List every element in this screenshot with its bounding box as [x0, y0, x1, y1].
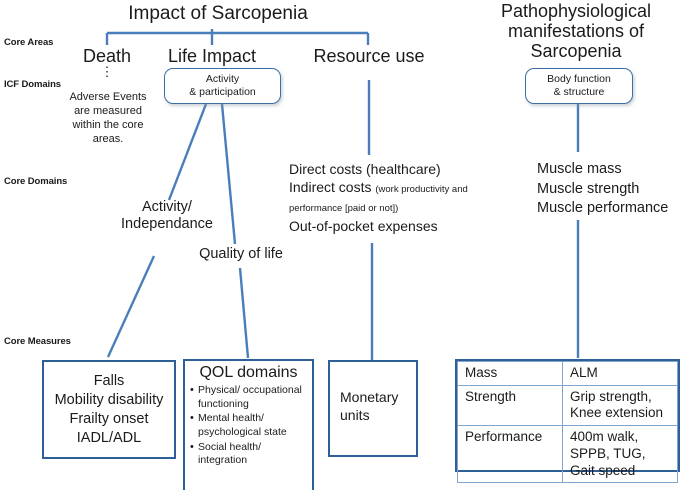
core-area-resource-use: Resource use: [313, 46, 425, 66]
icf-activity-line1: Activity: [205, 72, 240, 85]
table-cell-label-strength: Strength: [457, 384, 563, 427]
qol-box-list: Physical/ occupational functioning Menta…: [185, 383, 312, 468]
activity-independance-line1: Activity/: [142, 199, 192, 215]
measure-table-pathophysiological[interactable]: Mass ALM Strength Grip strength, Knee ex…: [455, 359, 680, 484]
cost-indirect: Indirect costs (work productivity and pe…: [289, 178, 504, 215]
icf-body-line2: & structure: [553, 86, 605, 98]
qol-item-2: Social health/ integration: [190, 440, 309, 468]
falls-item-3: IADL/ADL: [76, 430, 142, 447]
falls-item-0: Falls: [93, 373, 125, 389]
qol-box-title: QOL domains: [199, 364, 298, 381]
table-cell-value-mass: ALM: [562, 361, 678, 386]
death-adverse-events-note: Adverse Events are measured within the c…: [69, 91, 147, 146]
page-title-impact: Impact of Sarcopenia: [128, 3, 308, 24]
measure-box-falls[interactable]: Falls Mobility disability Frailty onset …: [42, 360, 176, 459]
row-label-core-domains: Core Domains: [4, 176, 68, 187]
falls-item-1: Mobility disability: [54, 392, 164, 409]
core-domain-pathophysiological-list: Muscle mass Muscle strength Muscle perfo…: [537, 160, 685, 219]
icf-pill-body-function-structure[interactable]: Body function & structure: [525, 68, 633, 104]
icf-activity-line2: & participation: [189, 86, 256, 98]
monetary-line2: units: [340, 407, 370, 424]
row-label-core-measures: Core Measures: [4, 336, 71, 347]
cost-direct: Direct costs (healthcare): [289, 160, 504, 178]
cost-out-of-pocket: Out-of-pocket expenses: [289, 217, 504, 235]
cost-out-of-pocket-main: Out-of-pocket expenses: [289, 217, 438, 234]
table-row: Mass ALM: [457, 361, 678, 386]
core-domain-quality-of-life: Quality of life: [199, 246, 283, 262]
table-cell-label-performance: Performance: [457, 425, 563, 484]
muscle-performance: Muscle performance: [537, 200, 669, 217]
core-domain-resource-costs: Direct costs (healthcare) Indirect costs…: [289, 160, 504, 235]
qol-item-0: Physical/ occupational functioning: [190, 383, 309, 411]
measure-box-qol-domains[interactable]: QOL domains Physical/ occupational funct…: [183, 359, 314, 490]
table-cell-value-performance: 400m walk, SPPB, TUG, Gait speed: [562, 425, 678, 484]
row-label-icf-domains: ICF Domains: [4, 79, 61, 90]
monetary-line1: Monetary: [340, 389, 399, 405]
cost-indirect-small: (work productivity and performance [paid…: [289, 184, 468, 214]
page-title-pathophysiological: Pathophysiological manifestations of Sar…: [500, 1, 652, 62]
core-area-death: Death: [82, 46, 132, 66]
table-cell-label-mass: Mass: [457, 361, 563, 386]
icf-body-line1: Body function: [547, 72, 611, 85]
cost-direct-main: Direct costs (healthcare): [289, 161, 441, 177]
core-area-life-impact: Life Impact: [167, 46, 257, 66]
measure-box-monetary-units[interactable]: Monetary units: [328, 360, 418, 457]
table-row: Performance 400m walk, SPPB, TUG, Gait s…: [457, 425, 678, 484]
muscle-mass: Muscle mass: [537, 161, 622, 177]
qol-item-1: Mental health/ psychological state: [190, 411, 309, 439]
core-domain-activity-independance: Activity/ Independance: [107, 199, 227, 234]
cost-indirect-main: Indirect costs: [289, 179, 376, 196]
activity-independance-line2: Independance: [121, 216, 213, 233]
muscle-strength: Muscle strength: [537, 180, 640, 197]
falls-item-2: Frailty onset: [69, 411, 149, 428]
table-cell-value-strength: Grip strength, Knee extension: [562, 384, 678, 427]
table-row: Strength Grip strength, Knee extension: [457, 384, 678, 427]
icf-pill-activity-participation[interactable]: Activity & participation: [164, 68, 281, 104]
row-label-core-areas: Core Areas: [4, 37, 54, 48]
vertical-dots-icon: ⋮: [100, 64, 114, 79]
measures-table: Mass ALM Strength Grip strength, Knee ex…: [457, 361, 678, 484]
